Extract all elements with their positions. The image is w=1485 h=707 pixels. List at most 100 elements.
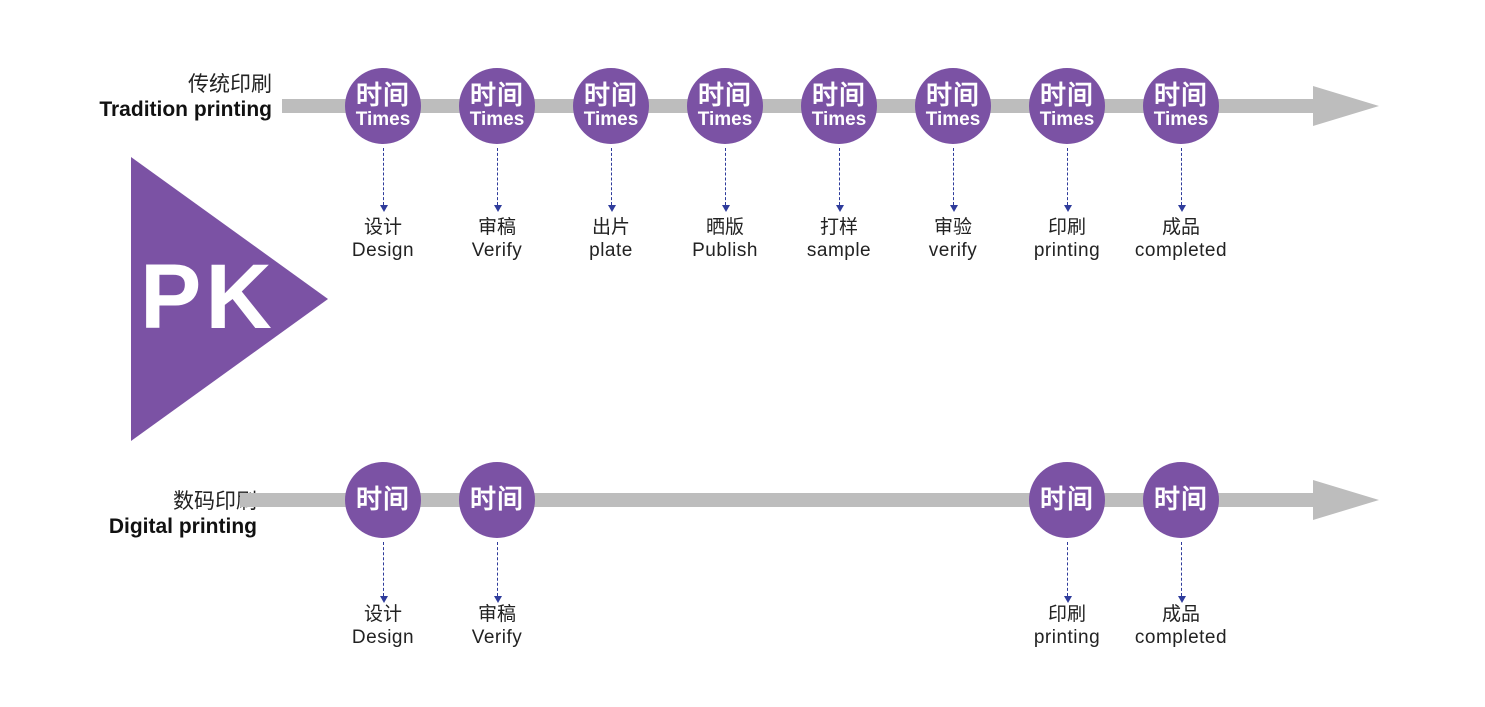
dashed-connector — [497, 148, 498, 205]
dashed-connector — [1181, 542, 1182, 596]
step-label-en: Verify — [471, 240, 523, 261]
step-label-en: Design — [351, 240, 415, 261]
time-node-label-en: Times — [925, 109, 981, 130]
connector-arrow-icon — [493, 205, 502, 212]
time-node-label-en: Times — [355, 109, 411, 130]
connector-arrow-icon — [1177, 596, 1186, 603]
step-label-cn: 出片 — [591, 216, 630, 238]
connector-arrow-icon — [949, 205, 958, 212]
step-label-en: printing — [1033, 627, 1101, 648]
digital-title-en: Digital printing — [108, 515, 257, 538]
connector-arrow-icon — [721, 205, 730, 212]
time-node-label-en: Times — [469, 109, 525, 130]
time-node-label-cn: 时间 — [1153, 81, 1208, 111]
step-label-cn: 审稿 — [477, 216, 516, 238]
connector-arrow-icon — [379, 205, 388, 212]
dashed-connector — [725, 148, 726, 205]
time-node-label-en: Times — [1039, 109, 1095, 130]
traditional-title-en: Tradition printing — [99, 98, 272, 121]
digital-timeline-arrowhead — [1313, 480, 1379, 520]
time-node-label-cn: 时间 — [355, 485, 410, 515]
step-label-en: Verify — [471, 627, 523, 648]
time-node-label-cn: 时间 — [583, 81, 638, 111]
step-label-cn: 印刷 — [1047, 216, 1086, 238]
time-node-label-en: Times — [697, 109, 753, 130]
dashed-connector — [497, 542, 498, 596]
step-label-cn: 审验 — [933, 216, 972, 238]
time-node-label-cn: 时间 — [1039, 485, 1094, 515]
time-node: 时间 — [459, 462, 535, 538]
time-node-label-cn: 时间 — [697, 81, 752, 111]
dashed-connector — [383, 148, 384, 205]
connector-arrow-icon — [1063, 205, 1072, 212]
time-node-label-cn: 时间 — [1153, 485, 1208, 515]
connector-arrow-icon — [379, 596, 388, 603]
traditional-title-cn: 传统印刷 — [188, 72, 272, 96]
connector-arrow-icon — [493, 596, 502, 603]
step-label-cn: 印刷 — [1047, 603, 1086, 625]
connector-arrow-icon — [607, 205, 616, 212]
step-label-en: completed — [1134, 240, 1228, 261]
dashed-connector — [611, 148, 612, 205]
pk-label: PK — [140, 246, 276, 348]
traditional-timeline-arrowhead — [1313, 86, 1379, 126]
time-node-label-cn: 时间 — [811, 81, 866, 111]
time-node-label-cn: 时间 — [925, 81, 980, 111]
step-label-en: completed — [1134, 627, 1228, 648]
step-label-en: verify — [928, 240, 978, 261]
traditional-row-title: 传统印刷 Tradition printing — [72, 68, 272, 122]
step-label-en: plate — [589, 240, 633, 261]
time-node: 时间 — [345, 462, 421, 538]
time-node-label-cn: 时间 — [469, 485, 524, 515]
step-label-cn: 成品 — [1161, 216, 1200, 238]
dashed-connector — [1067, 542, 1068, 596]
time-node: 时间 — [1143, 462, 1219, 538]
step-label-cn: 成品 — [1161, 603, 1200, 625]
step-label-cn: 设计 — [363, 216, 402, 238]
time-node-label-en: Times — [1153, 109, 1209, 130]
connector-arrow-icon — [1177, 205, 1186, 212]
step-label-en: Design — [351, 627, 415, 648]
time-node-label-cn: 时间 — [1039, 81, 1094, 111]
step-label-cn: 审稿 — [477, 603, 516, 625]
time-node-label-en: Times — [583, 109, 639, 130]
time-node-label-cn: 时间 — [355, 81, 410, 111]
digital-row-title: 数码印刷 Digital printing — [57, 485, 257, 539]
step-label-cn: 晒版 — [705, 216, 744, 238]
digital-title-cn: 数码印刷 — [173, 489, 257, 513]
dashed-connector — [383, 542, 384, 596]
connector-arrow-icon — [1063, 596, 1072, 603]
step-label-en: printing — [1033, 240, 1101, 261]
step-label-cn: 打样 — [819, 216, 858, 238]
pk-triangle — [131, 157, 328, 441]
dashed-connector — [1181, 148, 1182, 205]
dashed-connector — [953, 148, 954, 205]
time-node-label-cn: 时间 — [469, 81, 524, 111]
step-label-en: Publish — [692, 240, 758, 261]
step-label-en: sample — [806, 240, 872, 261]
step-label-cn: 设计 — [363, 603, 402, 625]
connector-arrow-icon — [835, 205, 844, 212]
time-node: 时间 — [1029, 462, 1105, 538]
